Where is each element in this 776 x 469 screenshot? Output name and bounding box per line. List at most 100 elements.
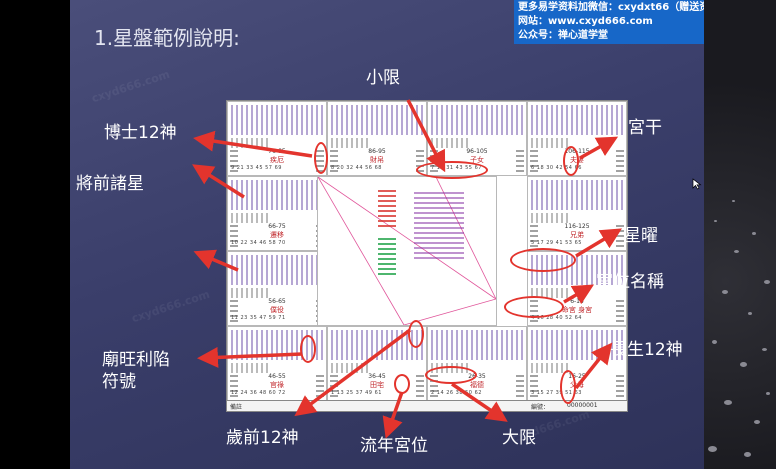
chart-footer: 備註 編號： 00000001 (226, 400, 628, 412)
palace-name: 財帛 (370, 156, 384, 164)
footer-id-value: 00000001 (567, 402, 598, 409)
major-limit-range: 36-45 (368, 373, 386, 380)
ganzhi-column (516, 148, 524, 172)
banner-line-website[interactable]: 网站：www.cxyd666.com (518, 16, 653, 27)
callout-xingyao: 星曜 (624, 226, 658, 246)
star-columns (531, 105, 623, 135)
callout-gongwei: 宮位名稱 (596, 272, 664, 292)
ganzhi-column (316, 373, 324, 397)
star-columns (231, 180, 323, 210)
minor-limit-ages: 6 18 30 42 54 66 (531, 165, 582, 171)
minor-limit-ages: 5 17 29 41 53 65 (531, 240, 582, 246)
minor-limit-ages: 12 24 36 48 60 72 (231, 390, 286, 396)
palace-name: 子女 (470, 156, 484, 164)
palace-name: 疾厄 (270, 156, 284, 164)
shensha-column (530, 148, 538, 172)
palace-name: 命宮 身宮 (561, 306, 593, 314)
star-columns (431, 330, 523, 360)
mouse-cursor-icon (692, 178, 702, 190)
callout-boshi: 博士12神 (104, 123, 177, 143)
highlight-oval-boshi (314, 142, 328, 174)
banner-line-wechat: 更多易学资料加微信：cxydxt66（赠送资料 (518, 2, 704, 13)
highlight-oval-xiaoxian (416, 161, 488, 179)
highlight-oval-xingyao (510, 248, 576, 272)
minor-limit-ages: 1 13 25 37 49 61 (331, 390, 382, 396)
minor-limit-ages: 11 23 35 47 59 71 (231, 315, 286, 321)
minor-star-row (231, 363, 271, 373)
banner-line-account: 公众号：禅心道学堂 (518, 30, 608, 41)
footer-id-label: 編號： (531, 404, 550, 411)
minor-limit-ages: 2 14 26 38 50 62 (431, 390, 482, 396)
callout-daxian: 大限 (502, 428, 536, 448)
ganzhi-column (416, 373, 424, 397)
shensha-column (230, 298, 238, 322)
minor-star-row (531, 363, 571, 373)
shensha-column (230, 148, 238, 172)
highlight-oval-gongwei (504, 296, 564, 318)
star-columns (331, 105, 423, 135)
shensha-column (430, 373, 438, 397)
chart-center (317, 176, 497, 326)
palace-name: 田宅 (370, 381, 384, 389)
callout-gonggan: 宮干 (628, 118, 662, 138)
shensha-column (530, 373, 538, 397)
callout-changsheng: 長生12神 (610, 340, 683, 360)
slide-title: 1.星盤範例說明: (94, 26, 240, 50)
minor-limit-ages: 8 20 32 44 56 68 (331, 165, 382, 171)
minor-star-row (231, 213, 271, 223)
highlight-oval-gonggan (563, 146, 579, 176)
ganzhi-column (616, 298, 624, 322)
highlight-oval-miaowang (300, 335, 316, 363)
callout-miaowang-line1: 廟旺利陷 (102, 350, 170, 370)
shensha-column (530, 223, 538, 247)
minor-star-row (331, 138, 371, 148)
minor-limit-ages: 9 21 33 45 57 69 (231, 165, 282, 171)
ganzhi-column (616, 148, 624, 172)
major-limit-range: 66-75 (268, 223, 286, 230)
major-limit-range: 46-55 (268, 373, 286, 380)
minor-limit-ages: 4 16 28 40 52 64 (531, 315, 582, 321)
major-limit-range: 116-125 (564, 223, 590, 230)
callout-liunian: 流年宮位 (360, 436, 428, 456)
palace-name: 遷移 (270, 231, 284, 239)
ganzhi-column (516, 373, 524, 397)
ganzhi-column (616, 373, 624, 397)
promo-banner[interactable]: 更多易学资料加微信：cxydxt66（赠送资料 网站：www.cxyd666.c… (514, 0, 704, 44)
star-columns (431, 105, 523, 135)
ganzhi-column (416, 148, 424, 172)
minor-limit-ages: 3 15 27 39 51 63 (531, 390, 582, 396)
major-limit-range: 86-95 (368, 148, 386, 155)
background-pattern (704, 0, 776, 469)
callout-miaowang-line2: 符號 (102, 372, 136, 392)
shensha-column (230, 373, 238, 397)
minor-star-row (231, 288, 271, 298)
minor-star-row (331, 363, 371, 373)
major-limit-range: 16-25 (568, 373, 586, 380)
callout-jiangqian: 將前諸星 (76, 174, 144, 194)
star-columns (231, 255, 323, 285)
major-limit-range: 56-65 (268, 298, 286, 305)
callout-xiaoxian: 小限 (366, 68, 400, 88)
minor-limit-ages: 10 22 34 46 58 70 (231, 240, 286, 246)
palace-name: 僕役 (270, 306, 284, 314)
palace-name: 福德 (470, 381, 484, 389)
minor-star-row (431, 138, 471, 148)
footer-note-label: 備註 (230, 404, 243, 411)
minor-star-row (531, 213, 571, 223)
callout-suiqian: 歲前12神 (226, 428, 299, 448)
highlight-oval-suiqian (408, 320, 424, 348)
major-limit-range: 96-105 (466, 148, 488, 155)
shensha-column (330, 148, 338, 172)
palace-name: 兄弟 (570, 231, 584, 239)
shensha-column (230, 223, 238, 247)
highlight-oval-daxian (425, 366, 477, 384)
minor-star-row (531, 138, 571, 148)
minor-star-row (531, 288, 571, 298)
